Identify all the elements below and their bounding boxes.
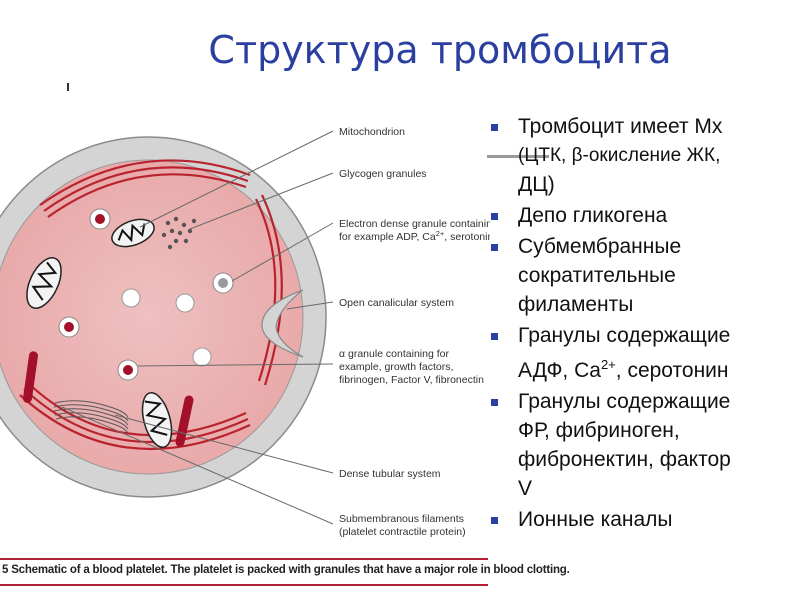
figure-caption: 5 Schematic of a blood platelet. The pla… bbox=[2, 564, 570, 576]
label-alpha-granule-3: fibrinogen, Factor V, fibronectin bbox=[339, 374, 484, 386]
platelet-diagram: Mitochondrion Glycogen granules Electron… bbox=[0, 126, 490, 538]
bullet-item: Гранулы содержащие АДФ, Ca2+, серотонин bbox=[488, 321, 793, 385]
figure-caption-bar: 5 Schematic of a blood platelet. The pla… bbox=[0, 558, 570, 586]
bullet-text: филаменты bbox=[518, 293, 634, 316]
bullet-text: Ионные каналы bbox=[518, 508, 673, 531]
white-granule bbox=[192, 347, 212, 367]
label-submembranous-filaments-2: (platelet contractile protein) bbox=[339, 526, 466, 538]
bullet-item: Ионные каналы bbox=[488, 505, 793, 534]
alpha-granule bbox=[117, 359, 139, 381]
open-canalicular-system bbox=[261, 289, 304, 358]
mitochondrion bbox=[141, 391, 173, 449]
leader-lines bbox=[61, 130, 334, 525]
glycogen-granules bbox=[161, 216, 197, 250]
bullet-text: Депо гликогена bbox=[518, 204, 668, 227]
bullet-text: ФР, фибриноген, bbox=[518, 419, 680, 442]
mitochondrion bbox=[26, 257, 62, 309]
microtubule-band-top bbox=[39, 159, 251, 218]
bullet-text: АДФ, Ca2+, серотонин bbox=[518, 357, 729, 382]
bullet-item: Депо гликогена bbox=[488, 201, 793, 230]
bullet-text: V bbox=[518, 477, 533, 500]
microtubule-band-right bbox=[255, 194, 283, 386]
bullet-marker bbox=[491, 244, 498, 251]
mitochondrion bbox=[111, 218, 155, 248]
white-granule bbox=[121, 288, 141, 308]
tick-mark bbox=[67, 83, 69, 91]
bullet-text: Гранулы содержащие bbox=[518, 390, 731, 413]
bullet-marker bbox=[491, 213, 498, 220]
label-alpha-granule-2: example, growth factors, bbox=[339, 361, 453, 373]
alpha-granule bbox=[58, 316, 80, 338]
bullet-text: Тромбоцит имеет Мх bbox=[518, 115, 723, 138]
bullet-text: (ЦТК, β-окисление ЖК, bbox=[518, 145, 721, 166]
label-dense-granule: Electron dense granule containing, bbox=[339, 218, 490, 230]
rod-granule bbox=[175, 395, 194, 447]
bullet-marker bbox=[491, 333, 498, 340]
label-open-canalicular-system: Open canalicular system bbox=[339, 297, 454, 309]
bullet-marker bbox=[491, 399, 498, 406]
bullet-text: Гранулы содержащие bbox=[518, 324, 731, 347]
dense-granule bbox=[212, 272, 234, 294]
cytoplasm bbox=[0, 159, 304, 475]
slide-title: Структура тромбоцита bbox=[208, 28, 672, 72]
label-glycogen-granules: Glycogen granules bbox=[339, 168, 427, 180]
alpha-granule bbox=[89, 208, 111, 230]
bullet-item: Гранулы содержащие ФР, фибриноген, фибро… bbox=[488, 387, 793, 503]
microtubule-band-bottom bbox=[19, 382, 251, 451]
bullet-text: сократительные bbox=[518, 264, 676, 287]
bullet-marker bbox=[491, 124, 498, 131]
label-alpha-granule: α granule containing for bbox=[339, 348, 449, 360]
decorative-bar bbox=[487, 155, 549, 158]
label-dense-tubular-system: Dense tubular system bbox=[339, 468, 441, 480]
bullet-text: Субмембранные bbox=[518, 235, 682, 258]
label-dense-granule-2: for example ADP, Ca2+, serotonin bbox=[339, 229, 490, 243]
bullet-text: фибронектин, фактор bbox=[518, 448, 731, 471]
bullet-item: Тромбоцит имеет Мх (ЦТК, β-окисление ЖК,… bbox=[488, 112, 793, 199]
bullet-item: Субмембранные сократительные филаменты bbox=[488, 232, 793, 319]
bullet-text: ДЦ) bbox=[518, 173, 555, 196]
rod-granule bbox=[23, 351, 38, 403]
bullet-marker bbox=[491, 517, 498, 524]
white-granule bbox=[175, 293, 195, 313]
bullet-list: Тромбоцит имеет Мх (ЦТК, β-окисление ЖК,… bbox=[488, 112, 793, 536]
label-mitochondrion: Mitochondrion bbox=[339, 126, 405, 138]
label-submembranous-filaments: Submembranous filaments bbox=[339, 513, 464, 525]
